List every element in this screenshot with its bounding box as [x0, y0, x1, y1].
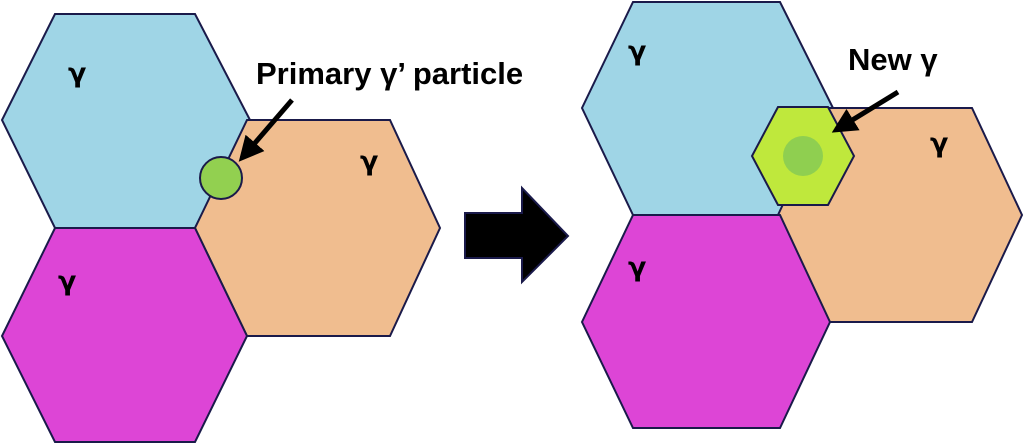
left-gamma-label-orange: γ	[360, 146, 378, 177]
primary-gamma-prime-particle	[199, 156, 243, 200]
right-gamma-grain-magenta	[580, 214, 832, 429]
new-gamma-core	[783, 136, 823, 176]
new-gamma-callout: New γ	[848, 42, 938, 77]
left-gamma-label-blue: γ	[68, 58, 86, 89]
right-gamma-label-blue: γ	[628, 36, 646, 67]
primary-particle-callout: Primary γ’ particle	[256, 56, 523, 91]
right-panel: γ γ γ New γ	[580, 1, 1024, 429]
left-gamma-label-magenta: γ	[58, 266, 76, 297]
left-panel: γ γ γ Primary γ’ particle	[0, 13, 523, 443]
right-gamma-label-orange: γ	[930, 128, 948, 159]
right-gamma-label-magenta: γ	[628, 252, 646, 283]
block-arrow-right-icon	[464, 185, 570, 285]
left-gamma-grain-magenta	[0, 227, 249, 443]
right-pointer-arrow-icon	[831, 89, 900, 133]
left-pointer-arrow-icon	[238, 98, 294, 162]
